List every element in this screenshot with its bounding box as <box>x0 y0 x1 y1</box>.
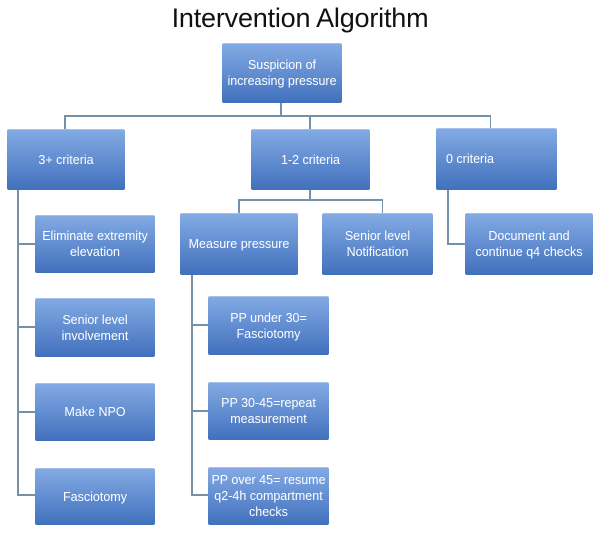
connector-0-elbow-vertical <box>447 190 449 244</box>
node-0-criteria: 0 criteria <box>436 128 557 190</box>
node-suspicion: Suspicion of increasing pressure <box>222 43 342 103</box>
node-12-criteria: 1-2 criteria <box>251 129 370 190</box>
node-eliminate-elevation: Eliminate extremity elevation <box>35 215 155 273</box>
connector-stub-pp-under-30 <box>191 324 208 326</box>
connector-drop-12 <box>309 115 311 130</box>
node-senior-involvement: Senior level involvement <box>35 298 155 357</box>
connector-top-horizontal <box>64 115 491 117</box>
connector-stub-fasciotomy <box>17 494 35 496</box>
diagram-title: Intervention Algorithm <box>171 3 429 33</box>
connector-mid-horizontal <box>238 199 383 201</box>
connector-drop-0 <box>489 115 491 129</box>
connector-stub-make-npo <box>17 411 35 413</box>
node-pp-30-45: PP 30-45=repeat measurement <box>208 382 329 440</box>
node-pp-over-45: PP over 45= resume q2-4h compartment che… <box>208 467 329 525</box>
connector-drop-3plus <box>64 115 66 130</box>
connector-stub-eliminate <box>17 243 35 245</box>
connector-measure-hang-vertical <box>191 275 193 496</box>
connector-12-drop <box>309 190 311 200</box>
node-measure-pressure: Measure pressure <box>180 213 298 275</box>
connector-stub-pp-30-45 <box>191 410 208 412</box>
node-3plus-criteria: 3+ criteria <box>7 129 125 190</box>
connector-drop-measure <box>238 199 240 213</box>
node-make-npo: Make NPO <box>35 383 155 441</box>
node-fasciotomy: Fasciotomy <box>35 468 155 525</box>
connector-drop-notification <box>381 199 383 213</box>
node-document-continue: Document and continue q4 checks <box>465 213 593 275</box>
connector-stub-pp-over-45 <box>191 494 208 496</box>
node-pp-under-30: PP under 30= Fasciotomy <box>208 296 329 355</box>
connector-left-hang-vertical <box>17 190 19 496</box>
connector-stub-senior-involvement <box>17 326 35 328</box>
node-senior-notification: Senior level Notification <box>322 213 433 275</box>
connector-0-elbow-horizontal <box>447 243 465 245</box>
connector-root-drop <box>280 103 282 116</box>
